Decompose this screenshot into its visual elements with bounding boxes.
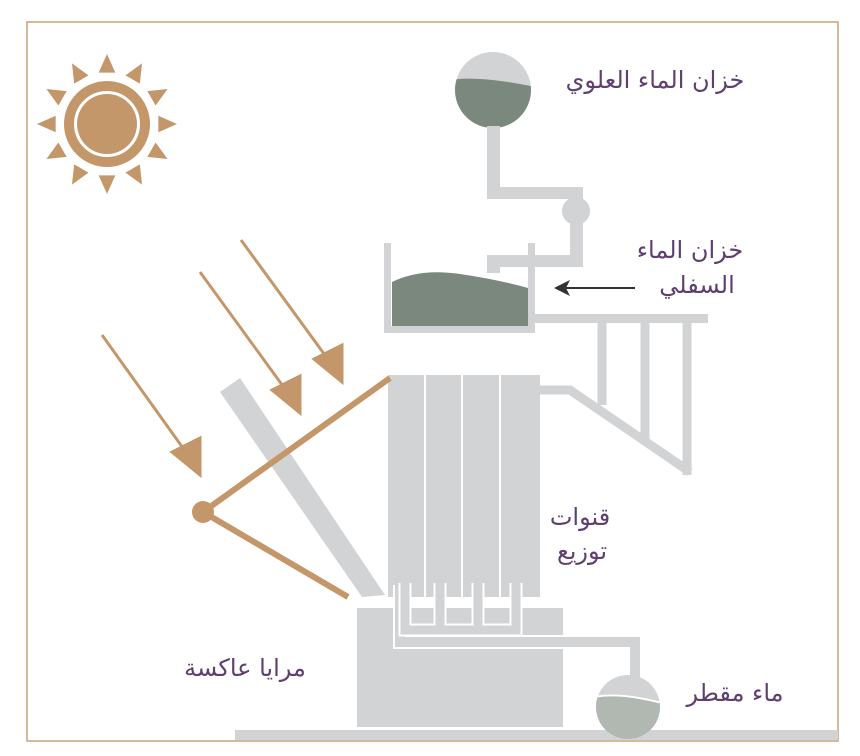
sun-ray [125, 164, 142, 185]
sun-ray [72, 63, 89, 84]
collection-basin [235, 583, 838, 740]
mirror-pivot [192, 501, 214, 523]
valve-icon [562, 197, 590, 225]
ground [235, 730, 838, 740]
sun-ray [158, 115, 177, 133]
sun-ray [72, 164, 89, 185]
distilled-water-label: ماء مقطر [686, 679, 784, 707]
channels-label-line1: قنوات [549, 503, 611, 531]
distribution-channels [388, 375, 540, 597]
sun-ray [46, 89, 67, 106]
sun-icon [37, 54, 177, 194]
supply-pipe [487, 126, 590, 273]
frame [26, 21, 839, 742]
sun-ray [98, 175, 116, 194]
reflective-mirrors [201, 375, 392, 600]
lower-tank-label-line2: السفلي [659, 271, 735, 299]
lower-water-tank [384, 243, 708, 333]
mirror-panel [220, 378, 385, 597]
channels-label-line2: توزيع [556, 537, 608, 565]
sun-ray [147, 89, 168, 106]
sun-ray [37, 115, 56, 133]
upper-tank-label: خزان الماء العلوي [565, 66, 745, 94]
sun-ray [125, 63, 142, 84]
distilled-water-flask [596, 675, 660, 739]
sun-ray [98, 54, 116, 73]
sun-ray [147, 142, 168, 159]
lower-tank-arrow [554, 280, 635, 296]
mirrors-label: مرايا عاكسة [184, 654, 306, 682]
sun-rays [100, 239, 344, 479]
lower-tank-label-line1: خزان الماء [636, 236, 744, 264]
sun-ray [46, 142, 67, 159]
support-frame [540, 323, 693, 476]
